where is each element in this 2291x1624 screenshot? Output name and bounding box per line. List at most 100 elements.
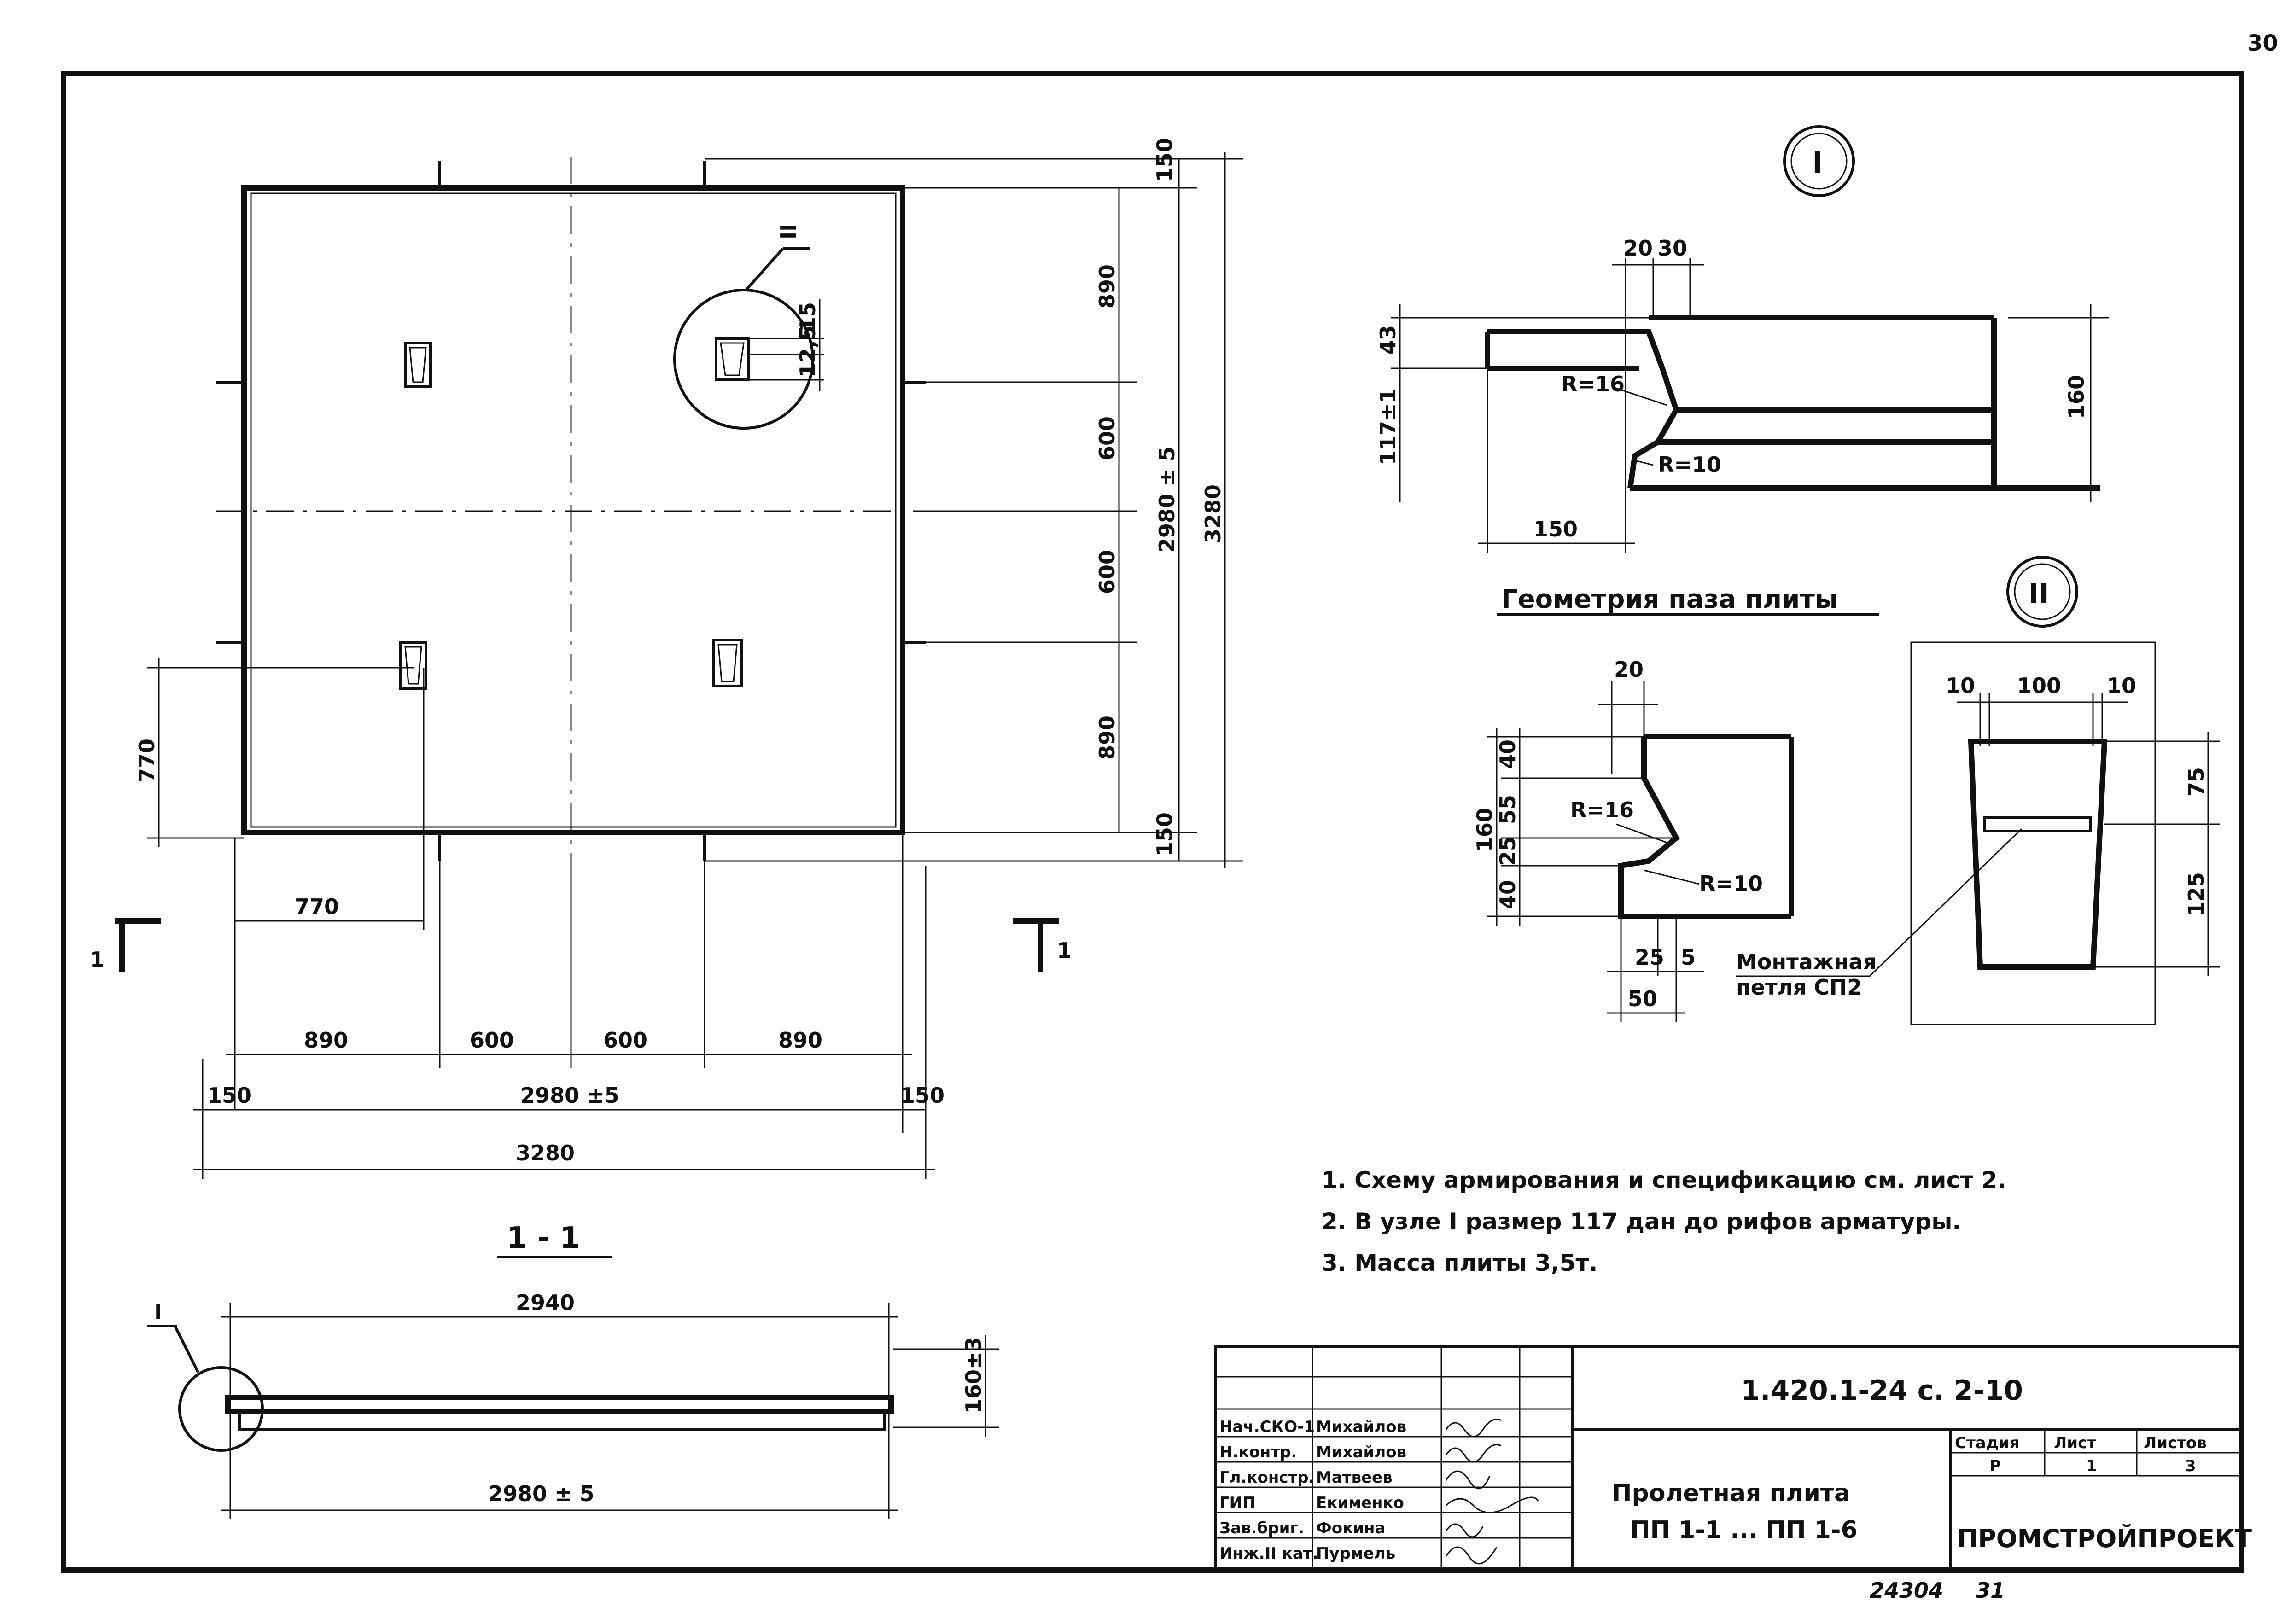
svg-text:1: 1 — [90, 947, 105, 972]
svg-text:2980 ±5: 2980 ±5 — [520, 1083, 619, 1108]
svg-text:20: 20 — [1623, 236, 1653, 261]
svg-text:R=16: R=16 — [1570, 797, 1634, 822]
svg-text:770: 770 — [134, 739, 159, 783]
svg-text:117±1: 117±1 — [1376, 388, 1400, 465]
svg-text:890: 890 — [304, 1028, 348, 1053]
svg-text:R=16: R=16 — [1561, 372, 1625, 396]
footer-number: 24304 — [1870, 1578, 1943, 1603]
svg-text:II: II — [2029, 578, 2049, 610]
svg-text:150: 150 — [1152, 812, 1177, 856]
loop-bar — [1983, 816, 2092, 832]
svg-text:15: 15 — [795, 302, 820, 332]
svg-text:Лист: Лист — [2054, 1434, 2096, 1452]
groove-detail: 160 40 55 25 40 20 R=16 R=10 25 5 50 — [1472, 657, 1794, 1022]
doc-code: 1.420.1-24 с. 2-10 — [1741, 1374, 2023, 1407]
signature-icon — [1445, 1496, 1539, 1513]
svg-text:I: I — [1812, 146, 1823, 180]
svg-text:600: 600 — [603, 1028, 647, 1053]
page-number: 30 — [2247, 30, 2278, 56]
footer-page: 31 — [1976, 1578, 2005, 1603]
svg-text:5: 5 — [1681, 945, 1696, 970]
node-ii-detail: II 10 100 10 75 125 Монтажная петля СП2 — [1736, 556, 2220, 1025]
lifting-loop-icon — [715, 337, 750, 381]
groove-profile — [1487, 329, 1679, 489]
svg-text:150: 150 — [1533, 517, 1578, 541]
svg-text:2980 ± 5: 2980 ± 5 — [488, 1481, 595, 1506]
svg-text:600: 600 — [470, 1028, 514, 1053]
svg-text:75: 75 — [2184, 767, 2209, 797]
svg-text:600: 600 — [1095, 550, 1119, 594]
section-1-1: 1 - 1 2940 160±3 2980 ± 5 I — [147, 1221, 999, 1519]
svg-text:125: 125 — [2184, 872, 2209, 916]
svg-text:R=10: R=10 — [1699, 871, 1763, 896]
svg-text:Фокина: Фокина — [1316, 1519, 1385, 1537]
svg-text:Гл.констр.: Гл.констр. — [1219, 1468, 1315, 1487]
notes: 1. Схему армирования и спецификацию см. … — [1322, 1167, 2006, 1276]
svg-text:30: 30 — [1658, 236, 1687, 261]
svg-text:Нач.СКО-1: Нач.СКО-1 — [1219, 1418, 1315, 1436]
lifting-loop-section — [1968, 739, 2108, 970]
note-1: 1. Схему армирования и спецификацию см. … — [1322, 1167, 2006, 1193]
svg-text:Зав.бриг.: Зав.бриг. — [1219, 1519, 1304, 1537]
svg-text:160: 160 — [2064, 375, 2089, 419]
svg-text:Пурмель: Пурмель — [1316, 1544, 1395, 1563]
note-3: 3. Масса плиты 3,5т. — [1322, 1250, 1597, 1276]
svg-text:20: 20 — [1614, 657, 1644, 682]
svg-text:40: 40 — [1495, 880, 1520, 909]
svg-text:Михайлов: Михайлов — [1316, 1443, 1406, 1461]
svg-text:160±3: 160±3 — [961, 1337, 986, 1414]
svg-text:890: 890 — [778, 1028, 822, 1053]
svg-text:Екименко: Екименко — [1316, 1494, 1404, 1512]
slab-section — [225, 1395, 894, 1414]
node-ii-label — [2006, 556, 2078, 628]
svg-text:150: 150 — [207, 1083, 251, 1108]
signature-icon — [1445, 1546, 1498, 1565]
svg-text:петля СП2: петля СП2 — [1736, 975, 1862, 1000]
svg-text:12,5: 12,5 — [795, 326, 820, 378]
svg-text:Инж.II кат.: Инж.II кат. — [1219, 1544, 1318, 1563]
svg-text:10: 10 — [2107, 673, 2136, 698]
signature-icon — [1445, 1470, 1491, 1490]
svg-text:50: 50 — [1628, 986, 1657, 1011]
lifting-loop-icon — [404, 342, 432, 388]
svg-text:I: I — [154, 1299, 162, 1324]
svg-text:600: 600 — [1095, 416, 1119, 460]
svg-text:3280: 3280 — [1201, 484, 1225, 543]
svg-text:10: 10 — [1946, 673, 1975, 698]
signature-icon — [1445, 1523, 1484, 1538]
lifting-loop-icon — [712, 639, 743, 687]
svg-text:1: 1 — [2086, 1457, 2097, 1475]
node-ii-callout — [673, 289, 814, 430]
svg-text:Листов: Листов — [2144, 1434, 2207, 1452]
lifting-loop-icon — [399, 641, 427, 690]
node-i-callout — [178, 1366, 264, 1452]
svg-text:3: 3 — [2185, 1457, 2196, 1475]
svg-text:Стадия: Стадия — [1955, 1434, 2020, 1452]
node-i-label — [1783, 125, 1855, 197]
svg-text:55: 55 — [1495, 795, 1520, 824]
svg-text:43: 43 — [1376, 325, 1400, 355]
svg-text:3280: 3280 — [516, 1141, 575, 1165]
groove-caption: Геометрия паза плиты — [1501, 584, 1838, 614]
note-2: 2. В узле I размер 117 дан до рифов арма… — [1322, 1208, 1961, 1235]
svg-text:890: 890 — [1095, 264, 1119, 309]
svg-text:Монтажная: Монтажная — [1736, 949, 1877, 974]
svg-text:Р: Р — [1989, 1457, 2001, 1475]
svg-text:25: 25 — [1495, 836, 1520, 866]
svg-text:890: 890 — [1095, 716, 1119, 760]
svg-text:2940: 2940 — [516, 1290, 575, 1315]
svg-text:ГИП: ГИП — [1219, 1494, 1256, 1512]
svg-text:100: 100 — [2017, 673, 2061, 698]
svg-text:Н.контр.: Н.контр. — [1219, 1443, 1297, 1461]
section-title: 1 - 1 — [507, 1221, 580, 1255]
svg-text:150: 150 — [900, 1083, 944, 1108]
signature-icon — [1445, 1419, 1502, 1438]
svg-text:2980 ± 5: 2980 ± 5 — [1154, 446, 1179, 553]
sheet-frame — [61, 71, 2244, 1573]
svg-text:150: 150 — [1152, 138, 1177, 182]
svg-text:R=10: R=10 — [1658, 452, 1721, 477]
svg-text:160: 160 — [1472, 808, 1497, 852]
node-i-detail: I 43 117±1 160 20 30 150 R=16 R=10 Геоме… — [1376, 125, 2109, 616]
svg-text:1: 1 — [1057, 938, 1072, 963]
